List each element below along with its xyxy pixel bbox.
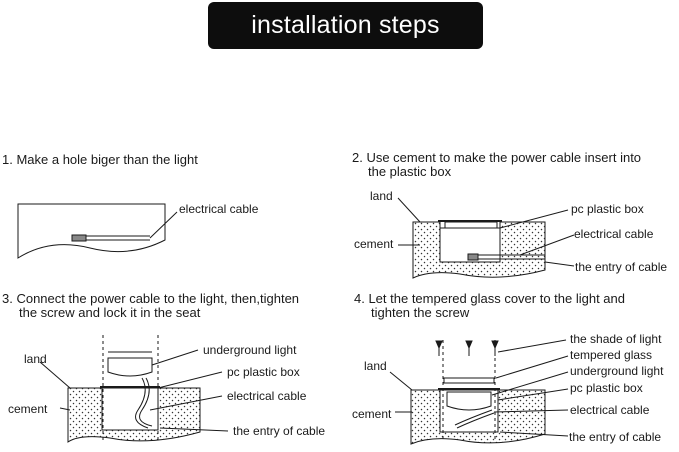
step-3-label-electrical-cable: electrical cable xyxy=(227,389,307,403)
step-1-text: 1. Make a hole biger than the light xyxy=(2,152,198,167)
title-banner: installation steps xyxy=(208,2,483,49)
step-3-text-line2: the screw and lock it in the seat xyxy=(19,305,201,320)
step-4-label-electrical-cable: electrical cable xyxy=(570,403,650,417)
step-3-label-pc-plastic-box: pc plastic box xyxy=(227,365,300,379)
page-title: installation steps xyxy=(251,11,440,39)
step-2-text-line1: 2. Use cement to make the power cable in… xyxy=(352,150,642,165)
step-3-label-entry-of-cable: the entry of cable xyxy=(233,424,326,438)
step-4-diagram xyxy=(389,339,569,445)
step-4-label-shade-of-light: the shade of light xyxy=(570,332,662,346)
step-4-label-land: land xyxy=(364,359,387,373)
step-4-label-cement: cement xyxy=(352,407,392,421)
step-3-label-underground-light: underground light xyxy=(203,343,297,357)
step-4-label-entry-of-cable: the entry of cable xyxy=(569,430,662,444)
step-2-label-land: land xyxy=(370,189,393,203)
step-1-label-electrical-cable: electrical cable xyxy=(179,202,259,216)
step-2-text-line2: the plastic box xyxy=(368,164,452,179)
step-1-diagram xyxy=(17,203,178,259)
step-4-label-pc-plastic-box: pc plastic box xyxy=(570,381,643,395)
step-3-label-land: land xyxy=(24,352,47,366)
step-4-label-underground-light: underground light xyxy=(570,364,664,378)
step-4-text-line2: tighten the screw xyxy=(371,305,470,320)
step-2-label-entry-of-cable: the entry of cable xyxy=(575,260,668,274)
step-3-text-line1: 3. Connect the power cable to the light,… xyxy=(2,291,300,306)
step-2-label-cement: cement xyxy=(354,237,394,251)
step-3-label-cement: cement xyxy=(8,402,48,416)
step-4-label-tempered-glass: tempered glass xyxy=(570,348,653,362)
step-4-text-line1: 4. Let the tempered glass cover to the l… xyxy=(354,291,626,306)
step-2-label-pc-plastic-box: pc plastic box xyxy=(571,202,644,216)
step-2-label-electrical-cable: electrical cable xyxy=(574,227,654,241)
step-3-diagram xyxy=(39,335,229,443)
step-2-diagram xyxy=(397,197,575,279)
